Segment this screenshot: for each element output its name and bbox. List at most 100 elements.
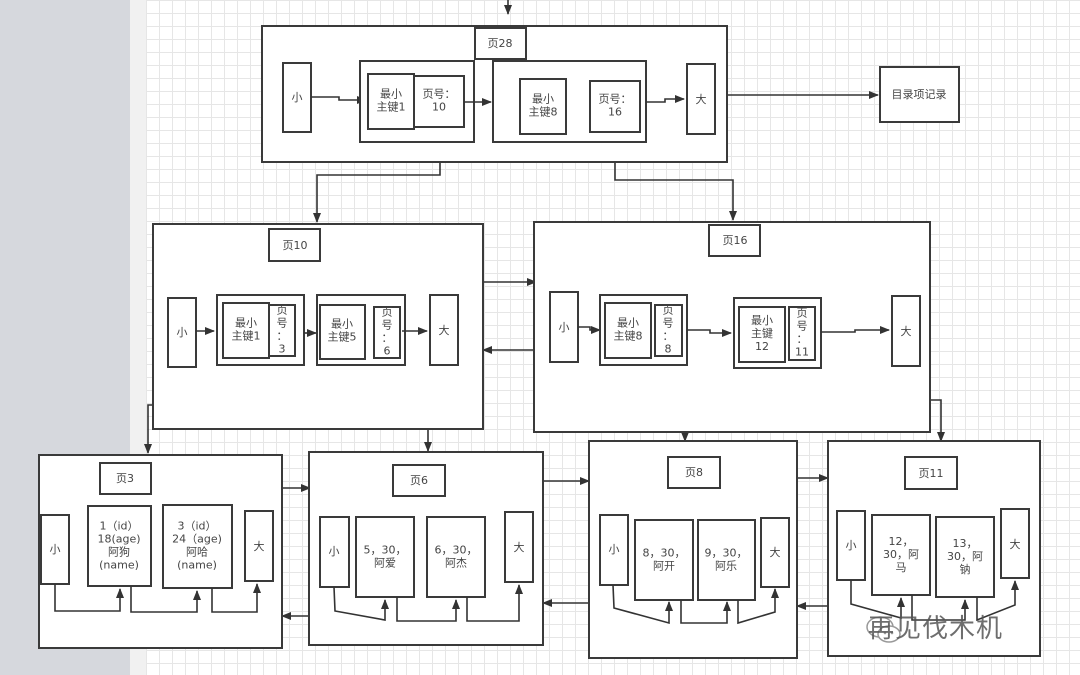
entry-key: 最小主键8: [614, 317, 643, 343]
large-label: 大: [254, 539, 265, 553]
text-line: 11: [795, 346, 809, 359]
entry-page-no: 页号：11: [795, 307, 809, 359]
large-label: 大: [901, 324, 912, 338]
text-line: 6: [384, 345, 391, 358]
text-line: 10: [432, 101, 446, 114]
text-line: 13，: [953, 537, 978, 550]
page-title: 页11: [919, 467, 944, 480]
page-title: 页6: [410, 474, 428, 487]
text-line: 阿开: [653, 560, 675, 573]
text-line: 主键1: [232, 329, 261, 343]
text-line: 3（id）: [177, 520, 216, 533]
text-line: 30，阿: [883, 548, 919, 561]
text-line: 12，: [889, 535, 914, 548]
entry-key: 最小主键1: [232, 317, 261, 343]
record: 1（id）18(age)阿狗(name): [97, 520, 140, 572]
text-line: ：: [663, 330, 674, 343]
watermark-text: 再见伐木机: [868, 614, 1004, 644]
text-line: ：: [797, 333, 808, 346]
text-line: 9，30，: [705, 547, 748, 560]
text-line: ：: [277, 330, 288, 343]
text-line: 30，阿: [947, 550, 983, 563]
page-3[interactable]: 页3 小 1（id）18(age)阿狗(name) 3（id）24（age)阿哈…: [38, 454, 283, 649]
text-line: 阿哈: [186, 546, 208, 559]
record: 6，30，阿杰: [435, 544, 478, 570]
entry-page-no: 页号：8: [663, 304, 674, 356]
page-11[interactable]: 页11 小 12，30，阿马 13，30，阿钠 大: [827, 440, 1041, 657]
page-8[interactable]: 页8 小 8，30，阿开 9，30，阿乐 大: [588, 440, 798, 659]
page-10[interactable]: 页10 小 最小主键1 页号：3 最小主键5 页号：6 大: [152, 223, 484, 430]
record: 13，30，阿钠: [947, 537, 983, 576]
text-line: 最小: [617, 317, 639, 330]
record: 12，30，阿马: [883, 535, 919, 574]
text-line: 页号：: [423, 88, 456, 101]
small-label: 小: [559, 321, 570, 334]
large-label: 大: [1010, 537, 1021, 551]
text-line: 主键5: [328, 330, 357, 344]
page-28[interactable]: 页28 小 最小主键1 页号：10 最小主键8 页号：16 大: [261, 25, 728, 163]
wechat-icon: [866, 616, 901, 643]
small-label: 小: [329, 545, 340, 558]
text-line: 主键8: [529, 105, 558, 119]
entry-page-no: 页号：6: [382, 306, 393, 358]
text-line: 号: [663, 317, 674, 330]
page-title: 页28: [488, 37, 513, 50]
text-line: 页: [382, 306, 393, 319]
text-line: ：: [382, 332, 393, 345]
text-line: 8，30，: [643, 547, 686, 560]
entry-key: 最小主键8: [529, 93, 558, 119]
entry-page-no: 页号：10: [423, 88, 456, 114]
text-line: 阿狗: [108, 546, 130, 559]
directory-record-box[interactable]: 目录项记录: [879, 66, 960, 123]
record: 3（id）24（age)阿哈(name): [172, 520, 222, 572]
text-line: 马: [896, 561, 907, 574]
text-line: 阿爱: [374, 557, 396, 570]
text-line: 钠: [960, 562, 971, 576]
text-line: 页: [277, 304, 288, 317]
small-label: 小: [609, 543, 620, 556]
text-line: 页: [797, 307, 808, 320]
page-6[interactable]: 页6 小 5，30，阿爱 6，30，阿杰 大: [308, 451, 544, 646]
text-line: 号: [797, 320, 808, 333]
text-line: 最小: [331, 318, 353, 331]
large-label: 大: [696, 92, 707, 106]
record: 9，30，阿乐: [705, 547, 748, 573]
text-line: 页号：: [599, 93, 632, 106]
text-line: 6，30，: [435, 544, 478, 557]
record: 5，30，阿爱: [364, 544, 407, 570]
text-line: 主键: [751, 326, 773, 340]
text-line: 18(age): [97, 533, 140, 546]
large-label: 大: [770, 545, 781, 559]
large-label: 大: [514, 540, 525, 554]
text-line: 3: [279, 343, 286, 356]
text-line: 阿杰: [445, 557, 467, 570]
text-line: 8: [665, 343, 672, 356]
large-label: 大: [439, 323, 450, 337]
text-line: 12: [755, 340, 769, 353]
text-line: 号: [277, 317, 288, 330]
page-title: 页16: [723, 234, 748, 247]
text-line: 最小: [751, 314, 773, 327]
text-line: 主键1: [377, 100, 406, 114]
small-label: 小: [50, 543, 61, 556]
small-label: 小: [177, 326, 188, 339]
text-line: 号: [382, 319, 393, 332]
record: 8，30，阿开: [643, 547, 686, 573]
page-title: 页3: [116, 472, 134, 485]
entry-page-no: 页号：3: [277, 304, 288, 356]
entry-page-no: 页号：16: [599, 93, 632, 119]
entry-key: 最小主键1: [377, 88, 406, 114]
directory-record-label: 目录项记录: [892, 88, 947, 101]
text-line: 最小: [532, 93, 554, 106]
text-line: 最小: [235, 317, 257, 330]
text-line: (name): [177, 559, 217, 572]
entry-key: 最小主键5: [328, 318, 357, 344]
text-line: 最小: [380, 88, 402, 101]
page-title: 页10: [283, 239, 308, 252]
small-label: 小: [846, 539, 857, 552]
text-line: 16: [608, 106, 622, 119]
text-line: 主键8: [614, 329, 643, 343]
